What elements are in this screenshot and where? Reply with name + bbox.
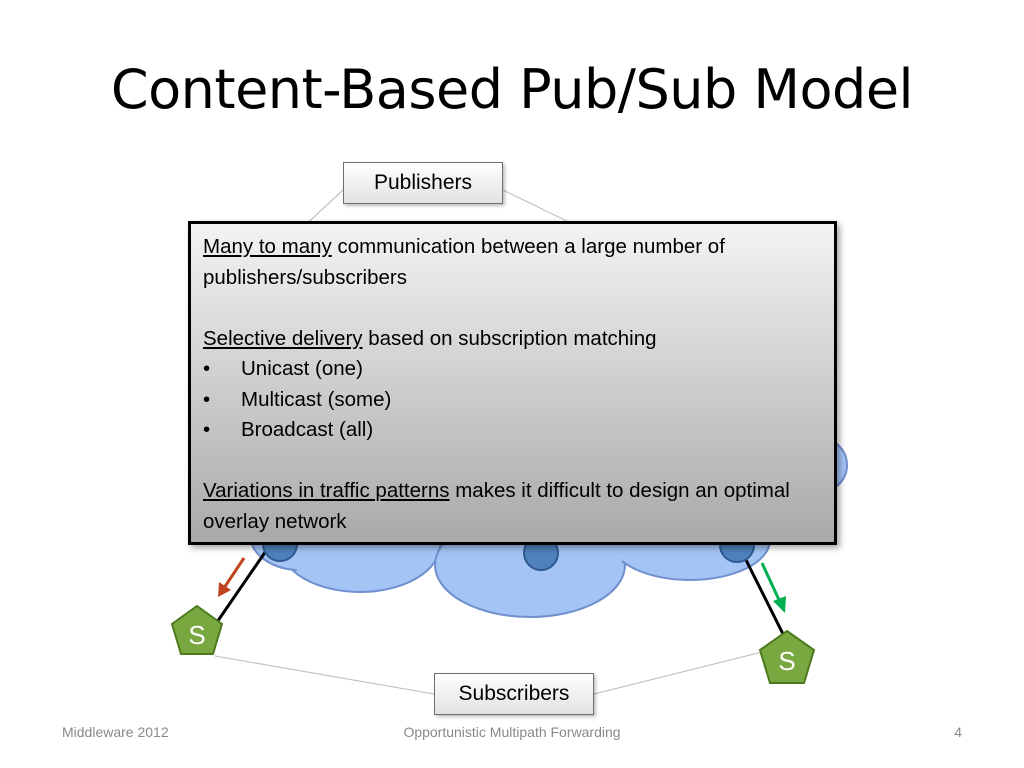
list-item: Multicast (some): [203, 385, 822, 416]
subscriber-node-left: [170, 604, 224, 655]
subscribers-label: Subscribers: [458, 682, 570, 705]
subscriber-connector-right: [593, 649, 771, 695]
info-p1-rest: communication between a large number of …: [203, 235, 725, 289]
subscriber-label-left: S: [188, 620, 206, 650]
footer-center: Opportunistic Multipath Forwarding: [403, 724, 621, 740]
info-p2-rest: based on subscription matching: [362, 326, 657, 350]
slide-number: 4: [954, 724, 962, 740]
subscriber-label-right: S: [778, 646, 796, 676]
list-item: Unicast (one): [203, 354, 822, 385]
info-paragraph-3: Variations in traffic patterns makes it …: [203, 476, 822, 537]
info-p3-rest: makes it difficult to design an optimal …: [203, 479, 790, 533]
info-p1-underlined: Many to many: [203, 235, 332, 258]
info-p2-underlined: Selective delivery: [203, 326, 363, 350]
delivery-type-list: Unicast (one) Multicast (some) Broadcast…: [203, 354, 822, 446]
delivery-arrow-left: [218, 557, 246, 597]
link-left: [213, 547, 270, 626]
footer-left: Middleware 2012: [62, 724, 169, 740]
publishers-box: Publishers: [343, 162, 503, 204]
delivery-arrow-right: [760, 562, 786, 613]
info-callout: Many to many communication between a lar…: [188, 221, 837, 545]
info-paragraph-1: Many to many communication between a lar…: [203, 232, 822, 293]
publishers-label: Publishers: [373, 171, 473, 194]
subscriber-node-right: [758, 629, 816, 684]
link-right: [738, 547, 787, 639]
publisher-connector-right: [502, 189, 576, 226]
slide-title: Content-Based Pub/Sub Model: [110, 58, 914, 121]
info-paragraph-2: Selective delivery based on subscription…: [203, 324, 822, 355]
list-item: Broadcast (all): [203, 415, 822, 446]
subscribers-box: Subscribers: [434, 673, 594, 715]
subscriber-connector-left: [214, 655, 435, 695]
info-p3-underlined: Variations in traffic patterns: [203, 479, 450, 502]
